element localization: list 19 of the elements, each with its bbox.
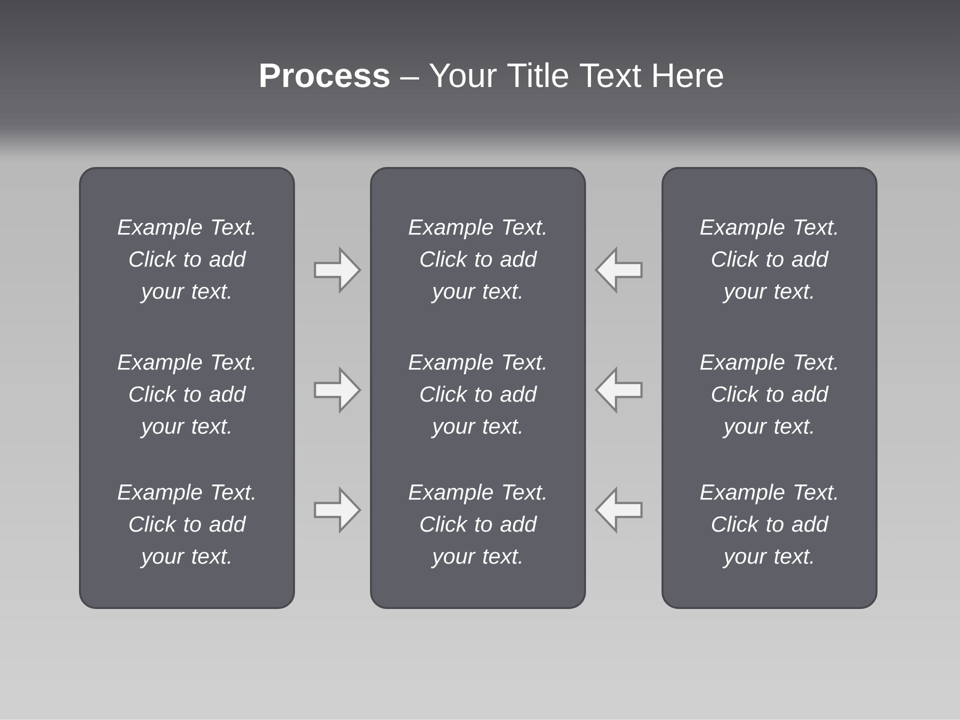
panel-text: Example Text. Click to add your text. <box>118 484 254 568</box>
block-arrow <box>314 486 362 534</box>
title: Process – Your Title Text Here <box>260 62 724 88</box>
panel-text: Example Text. Click to add your text. <box>408 354 546 438</box>
block-arrow <box>314 366 362 414</box>
panel-text: Example Text. Click to add your text. <box>408 484 546 568</box>
block-arrow <box>594 246 643 294</box>
panel-text: Example Text. Click to add your text. <box>408 218 546 304</box>
block-arrow <box>314 246 362 294</box>
block-arrow <box>594 486 643 534</box>
panel-text: Example Text. Click to add your text. <box>700 484 837 568</box>
rounded-panel <box>370 167 586 609</box>
panel-text: Example Text. Click to add your text. <box>118 218 254 304</box>
rounded-panel <box>79 167 295 609</box>
block-arrow <box>594 366 643 414</box>
panel-text: Example Text. Click to add your text. <box>700 218 837 304</box>
panel-text: Example Text. Click to add your text. <box>700 354 837 438</box>
panel-text: Example Text. Click to add your text. <box>118 354 254 438</box>
rounded-panel <box>662 167 878 609</box>
